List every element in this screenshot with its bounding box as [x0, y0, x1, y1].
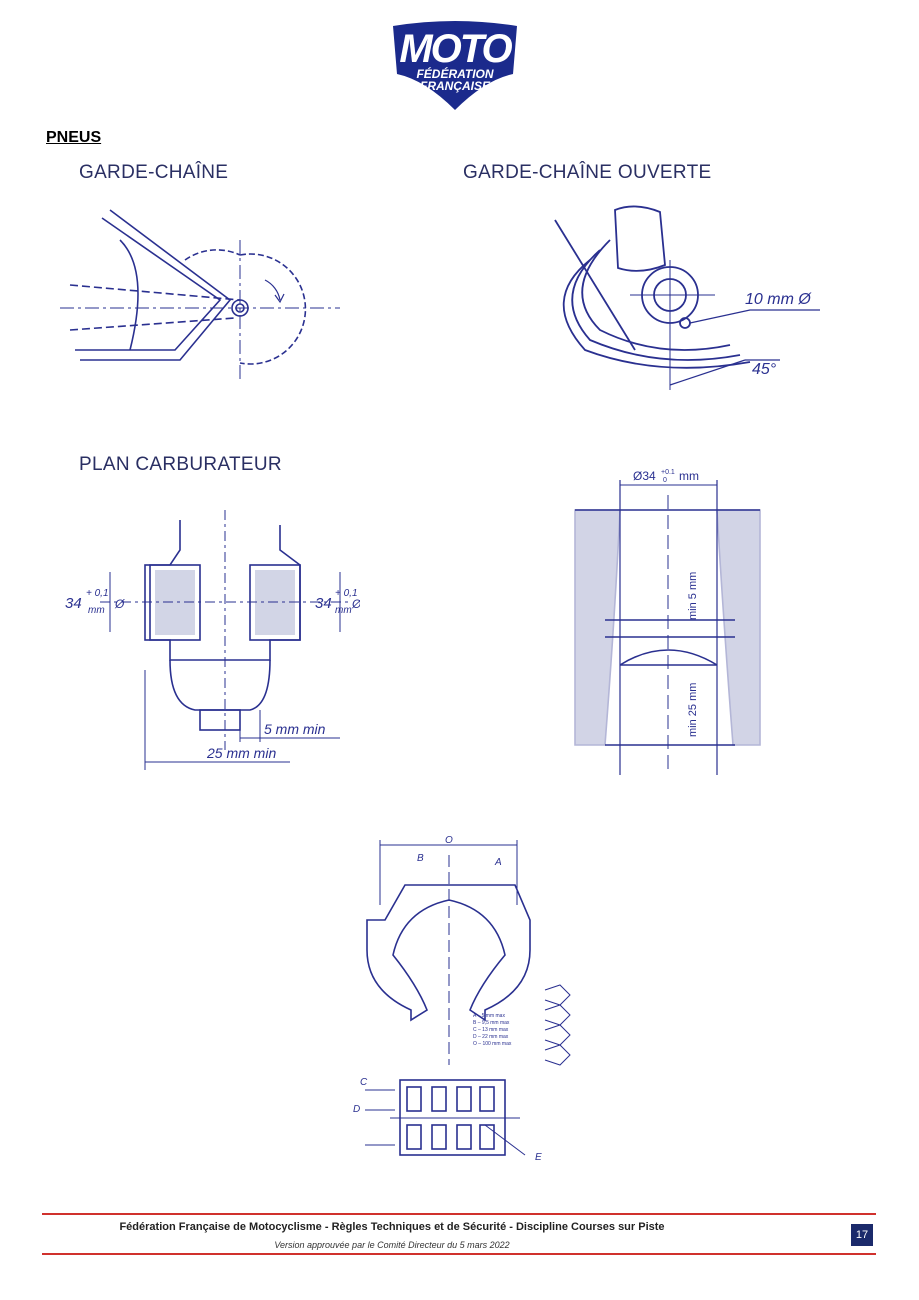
garde-chaine-drawing — [60, 209, 340, 380]
dim-25mm: 25 mm min — [206, 745, 276, 761]
garde-chaine-ouverte-title: GARDE-CHAÎNE OUVERTE — [463, 162, 712, 183]
plan-carburateur-drawing: 34 + 0,1 mm Ø 34 + 0,1 mm Ø 5 mm min 25 … — [65, 510, 360, 770]
footer-title: Fédération Française de Motocyclisme - R… — [119, 1221, 665, 1233]
label-O: O — [445, 835, 453, 846]
left-symbol: Ø — [114, 597, 125, 611]
section-min5: min 5 mm — [687, 572, 699, 620]
page-number: 17 — [851, 1224, 873, 1246]
section-unit: mm — [679, 469, 699, 483]
dim-5mm: 5 mm min — [264, 721, 326, 737]
logo-brand: MOTO — [399, 27, 512, 71]
logo-line2: FRANÇAISE — [420, 79, 491, 93]
angle-label: 45° — [752, 361, 777, 378]
legend-line: D – 22 mm max — [473, 1034, 509, 1040]
tire-diagram: O A B C D E A – 5 mm max B – 9,5 mm max … — [353, 835, 571, 1163]
section-tol-zero: 0 — [663, 477, 667, 484]
left-dim: 34 — [65, 595, 82, 612]
logo-line1: FÉDÉRATION — [416, 66, 493, 81]
right-tol: + 0,1 — [335, 588, 358, 599]
label-A: A — [494, 857, 502, 868]
section-title: PNEUS — [46, 129, 102, 146]
section-tol-plus: +0.1 — [661, 469, 675, 476]
section-view-drawing: Ø34 +0.1 0 mm min 5 mm min 25 mm — [574, 469, 761, 775]
legend-line: A – 5 mm max — [473, 1013, 505, 1019]
footer-bottom-rule — [42, 1253, 876, 1255]
footer-top-rule — [42, 1213, 876, 1215]
legend-line: O – 100 mm max — [473, 1041, 512, 1047]
label-D: D — [353, 1104, 360, 1115]
ffm-logo: MOTO FÉDÉRATION FRANÇAISE — [393, 21, 517, 110]
footer-subtitle: Version approuvée par le Comité Directeu… — [274, 1240, 510, 1250]
plan-carburateur-title: PLAN CARBURATEUR — [79, 454, 282, 475]
right-symbol: Ø — [351, 597, 360, 611]
section-diameter: Ø34 — [633, 469, 656, 483]
legend-line: B – 9,5 mm max — [473, 1020, 510, 1026]
label-E: E — [535, 1152, 542, 1163]
right-unit: mm — [335, 605, 352, 616]
label-C: C — [360, 1077, 368, 1088]
garde-chaine-title: GARDE-CHAÎNE — [79, 162, 229, 183]
right-dim: 34 — [315, 595, 332, 612]
legend-line: C – 13 mm max — [473, 1027, 509, 1033]
section-min25: min 25 mm — [687, 683, 699, 737]
label-B: B — [417, 853, 424, 864]
garde-chaine-ouverte-drawing: 10 mm Ø 45° — [554, 205, 820, 390]
left-tol: + 0,1 — [86, 588, 109, 599]
left-unit: mm — [88, 605, 105, 616]
diameter-label: 10 mm Ø — [745, 291, 812, 308]
